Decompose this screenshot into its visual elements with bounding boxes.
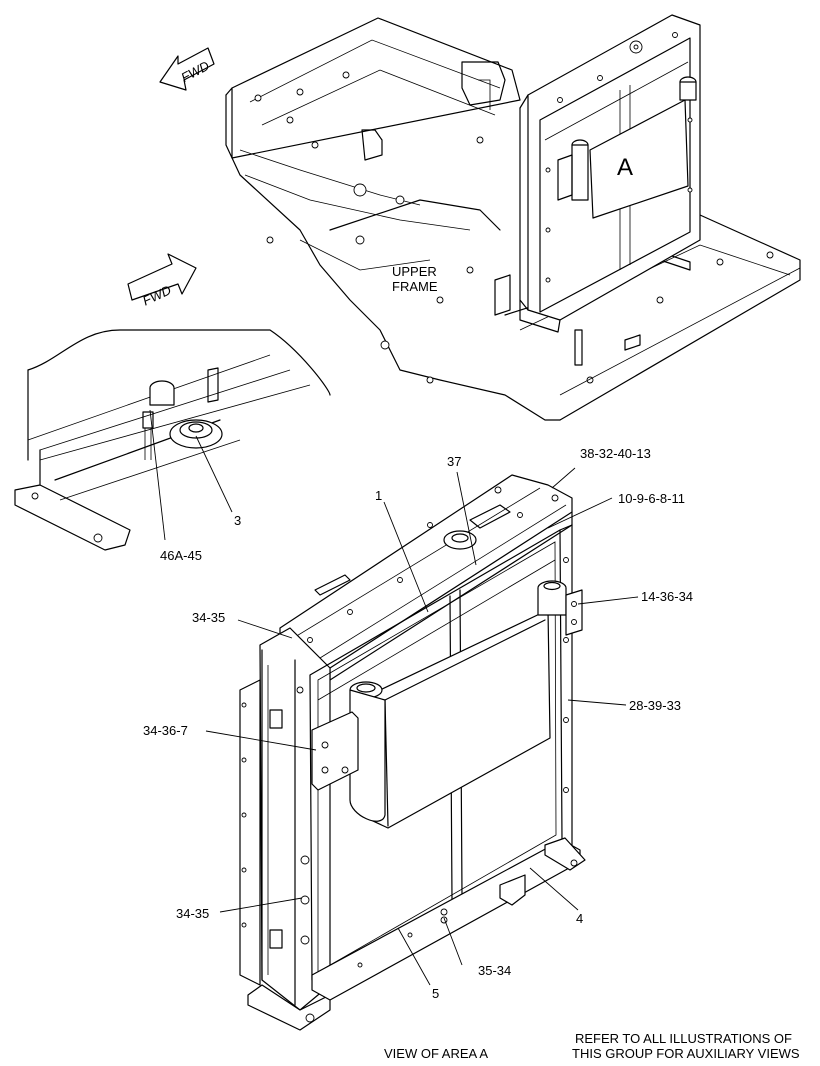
callout-34-35-top: 34-35 — [192, 610, 225, 625]
callout-38-32-40-13: 38-32-40-13 — [580, 446, 651, 461]
callout-5: 5 — [432, 986, 439, 1001]
callout-37: 37 — [447, 454, 461, 469]
view-of-area-label: VIEW OF AREA A — [384, 1046, 488, 1061]
radiator-detail — [239, 474, 586, 1031]
callout-35-34: 35-34 — [478, 963, 511, 978]
callout-46A-45: 46A-45 — [160, 548, 202, 563]
area-a-label: A — [617, 154, 633, 181]
refer-note-line2: THIS GROUP FOR AUXILIARY VIEWS — [572, 1046, 800, 1061]
callout-14-36-34: 14-36-34 — [641, 589, 693, 604]
upper-frame-label-line2: FRAME — [392, 279, 438, 294]
callout-10-9-6-8-11: 10-9-6-8-11 — [618, 491, 685, 506]
callout-34-36-7: 34-36-7 — [143, 723, 188, 738]
callout-28-39-33: 28-39-33 — [629, 698, 681, 713]
callout-34-35-bottom: 34-35 — [176, 906, 209, 921]
callout-1: 1 — [375, 488, 382, 503]
upper-frame-label-line1: UPPER — [392, 264, 437, 279]
refer-note-line1: REFER TO ALL ILLUSTRATIONS OF — [575, 1031, 792, 1046]
callout-4: 4 — [576, 911, 583, 926]
fwd-arrow-mid: FWD — [127, 253, 197, 308]
fwd-arrow-top: FWD — [159, 47, 215, 91]
upper-frame-overview — [225, 14, 801, 421]
leader-lines — [149, 409, 639, 986]
mount-detail — [14, 329, 331, 551]
callout-3: 3 — [234, 513, 241, 528]
